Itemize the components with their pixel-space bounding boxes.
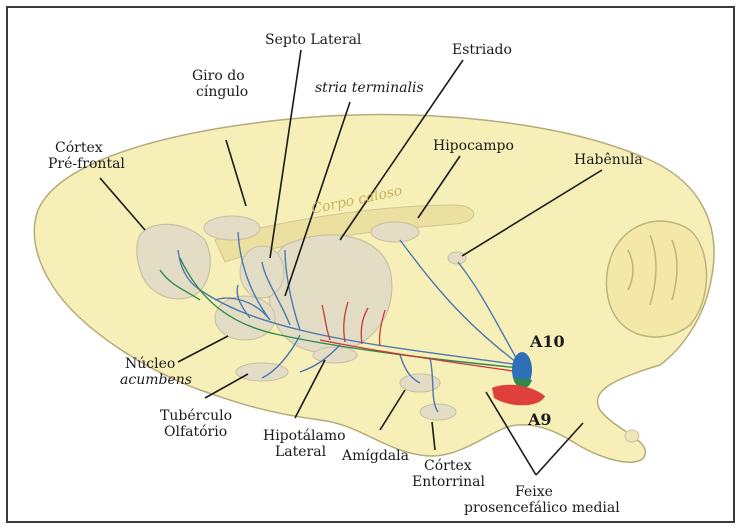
cingulate-shape	[204, 216, 260, 240]
label-estriado: Estriado	[452, 42, 512, 58]
label-habenula: Habênula	[574, 152, 643, 168]
label-hipocampo: Hipocampo	[433, 138, 514, 154]
label-giro-do: Giro do	[192, 68, 245, 84]
label-cortex-entorrinal-2: Entorrinal	[412, 474, 485, 490]
habenula-shape	[448, 252, 466, 264]
label-cingulo: cíngulo	[196, 84, 248, 100]
cerebellum	[606, 221, 706, 337]
label-amigdala: Amígdala	[342, 448, 409, 464]
label-lateral: Lateral	[275, 444, 326, 460]
label-cortex-entorrinal-1: Córtex	[424, 458, 472, 474]
label-prosencefalico-medial: prosencefálico medial	[464, 500, 620, 516]
label-feixe: Feixe	[515, 484, 553, 500]
hippocampus-shape	[371, 222, 419, 242]
septum-shape	[240, 246, 284, 298]
label-septo-lateral: Septo Lateral	[265, 32, 361, 48]
label-a9: A9	[528, 412, 552, 428]
label-cortex-prefrontal-1: Córtex	[55, 140, 103, 156]
brainstem-end	[625, 430, 639, 442]
label-acumbens: acumbens	[120, 372, 192, 388]
label-nucleo: Núcleo	[125, 356, 175, 372]
accumbens-shape	[215, 296, 275, 340]
label-cortex-prefrontal-2: Pré-frontal	[48, 156, 125, 172]
label-stria-terminalis: stria terminalis	[315, 80, 424, 96]
label-a10: A10	[530, 334, 565, 350]
label-hipotalamo: Hipotálamo	[263, 428, 346, 444]
label-olfatorio: Olfatório	[164, 424, 227, 440]
olfactory-tubercle-shape	[236, 363, 288, 381]
label-tuberculo: Tubérculo	[160, 408, 232, 424]
